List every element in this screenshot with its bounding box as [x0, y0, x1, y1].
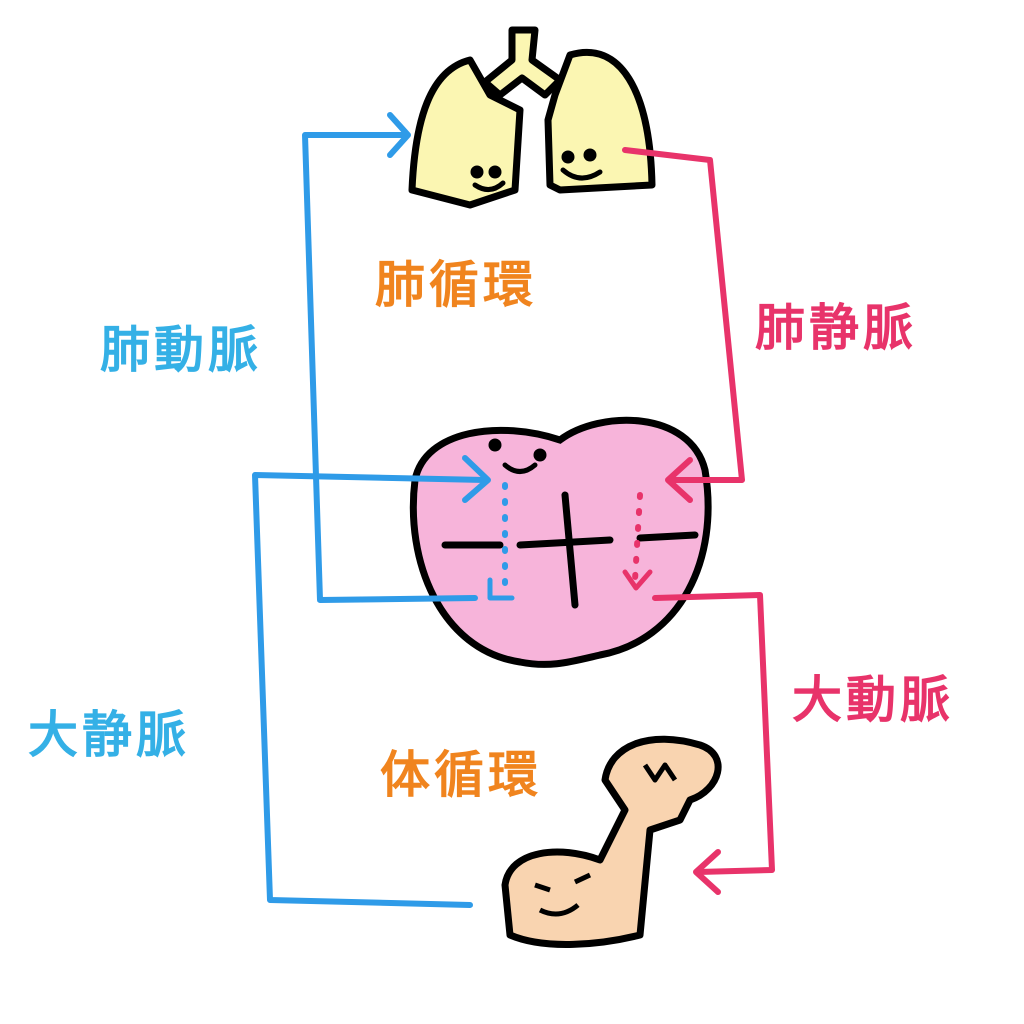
- pulmonary-artery-line: [302, 132, 478, 603]
- vena-cava-label: 大静脈: [28, 706, 190, 764]
- aorta-line: [652, 592, 775, 875]
- vena-cava-line: [252, 472, 488, 908]
- arm-illustration: [501, 735, 722, 948]
- pulmonary-circulation-label: 肺循環: [375, 256, 537, 314]
- pulmonary-artery-arrowhead: [387, 112, 411, 158]
- pulmonary-vein-arrowhead: [665, 457, 693, 503]
- left-heart-dotted-line: [632, 492, 643, 583]
- systemic-circulation-label: 体循環: [380, 746, 542, 804]
- heart-illustration: [409, 416, 712, 668]
- vena-cava-arrowhead: [462, 455, 491, 503]
- pulmonary-artery-label: 肺動脈: [100, 321, 262, 379]
- venous-blood-flow-lines: [252, 112, 515, 908]
- pulmonary-vein-line: [622, 147, 745, 483]
- aorta-label: 大動脈: [792, 671, 954, 729]
- pulmonary-vein-label: 肺静脈: [755, 299, 917, 357]
- arterial-blood-flow-lines: [622, 147, 775, 895]
- aorta-arrowhead: [693, 849, 721, 895]
- lungs-illustration: [408, 26, 656, 209]
